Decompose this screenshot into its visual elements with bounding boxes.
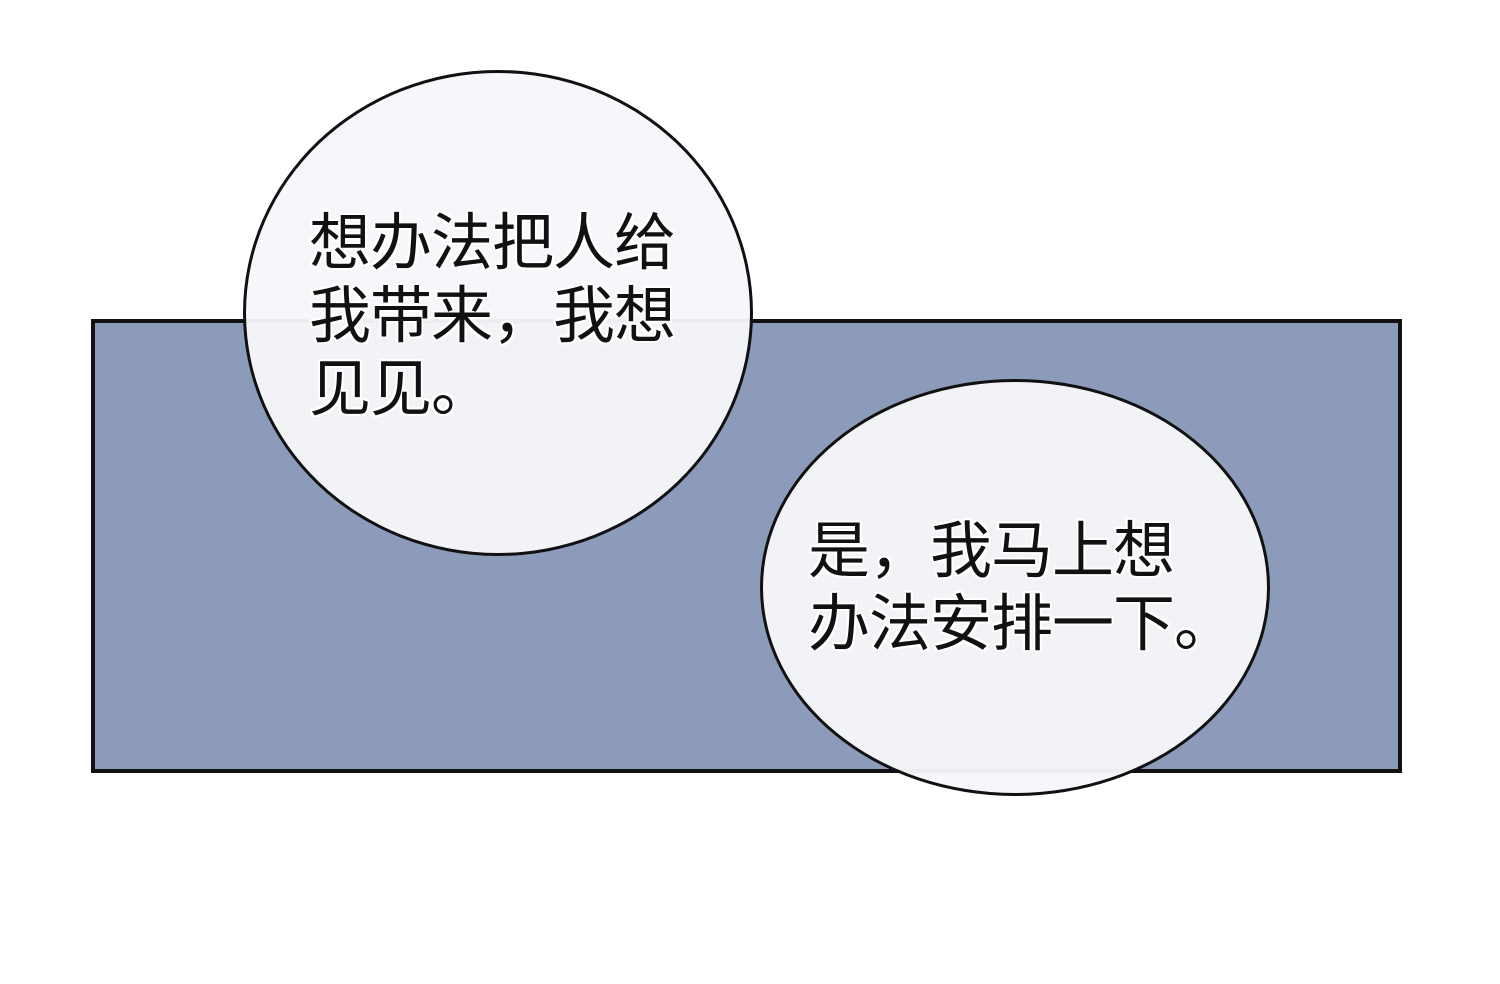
speech-line: 我带来，我想 xyxy=(309,279,676,352)
speech-bubble-right xyxy=(760,379,1270,796)
speech-text-left: 想办法把人给 我带来，我想 见见。 xyxy=(309,206,676,425)
speech-line: 办法安排一下。 xyxy=(808,587,1236,660)
speech-bubble-left xyxy=(243,70,753,556)
speech-text-right: 是，我马上想 办法安排一下。 xyxy=(808,514,1236,660)
speech-line: 见见。 xyxy=(309,352,493,425)
speech-line: 是，我马上想 xyxy=(808,514,1175,587)
speech-line: 想办法把人给 xyxy=(309,206,676,279)
